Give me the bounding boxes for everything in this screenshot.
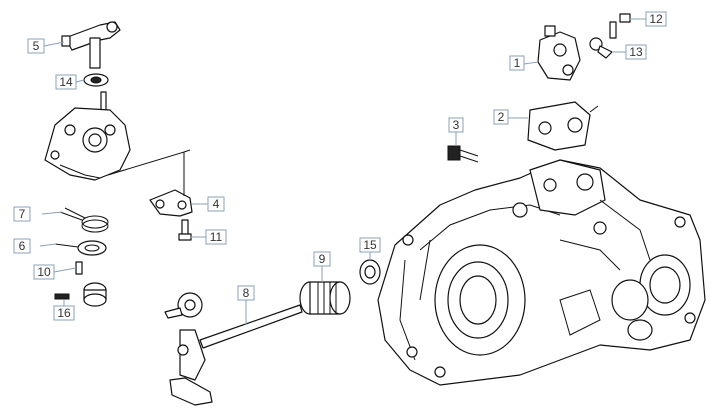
- shaft-boss[interactable]: [75, 261, 107, 307]
- interlock-bracket[interactable]: [149, 189, 193, 217]
- svg-text:12: 12: [649, 12, 663, 26]
- synchro-sleeve[interactable]: [299, 281, 351, 315]
- shift-lever-arm[interactable]: [61, 21, 121, 69]
- callout-2: 2: [493, 109, 509, 125]
- callout-12: 12: [645, 11, 667, 27]
- svg-text:6: 6: [19, 239, 26, 253]
- return-spring[interactable]: [59, 207, 109, 233]
- svg-text:15: 15: [363, 238, 377, 252]
- svg-text:8: 8: [243, 286, 250, 300]
- callout-3: 3: [448, 117, 464, 133]
- shift-housing-cover[interactable]: [44, 91, 131, 181]
- leader-lines: [39, 18, 646, 325]
- callout-13: 13: [625, 44, 647, 60]
- svg-text:14: 14: [59, 75, 73, 89]
- spring-seat[interactable]: [54, 240, 107, 256]
- svg-text:16: 16: [57, 306, 71, 320]
- oil-seal[interactable]: [359, 259, 381, 285]
- svg-text:5: 5: [33, 39, 40, 53]
- svg-text:7: 7: [19, 207, 26, 221]
- svg-text:4: 4: [213, 197, 220, 211]
- svg-text:13: 13: [629, 45, 643, 59]
- actuator-bracket[interactable]: [527, 101, 599, 151]
- callout-6: 6: [13, 238, 31, 254]
- callout-10: 10: [33, 264, 55, 280]
- callout-5: 5: [27, 38, 45, 54]
- svg-text:11: 11: [210, 230, 223, 244]
- washer-14[interactable]: [83, 73, 109, 87]
- callout-11: 11: [205, 229, 227, 245]
- transmission-housing[interactable]: [377, 159, 706, 386]
- callout-15: 15: [359, 237, 381, 253]
- selector-actuator[interactable]: [537, 25, 581, 81]
- bolt-11[interactable]: [178, 219, 192, 241]
- callout-16: 16: [53, 305, 75, 321]
- plug-bolt[interactable]: [447, 145, 479, 163]
- callout-14: 14: [55, 74, 77, 90]
- shift-rod[interactable]: [164, 292, 303, 406]
- svg-text:9: 9: [319, 252, 326, 266]
- callout-4: 4: [207, 196, 225, 212]
- callout-7: 7: [13, 206, 31, 222]
- svg-text:10: 10: [37, 265, 51, 279]
- retaining-clip[interactable]: [589, 37, 613, 59]
- svg-text:2: 2: [498, 110, 505, 124]
- roll-pin[interactable]: [54, 293, 70, 300]
- screw-12[interactable]: [609, 13, 631, 39]
- callout-9: 9: [313, 251, 331, 267]
- callout-1: 1: [509, 55, 525, 71]
- svg-text:1: 1: [514, 56, 521, 70]
- svg-text:3: 3: [453, 118, 460, 132]
- callout-8: 8: [237, 285, 255, 301]
